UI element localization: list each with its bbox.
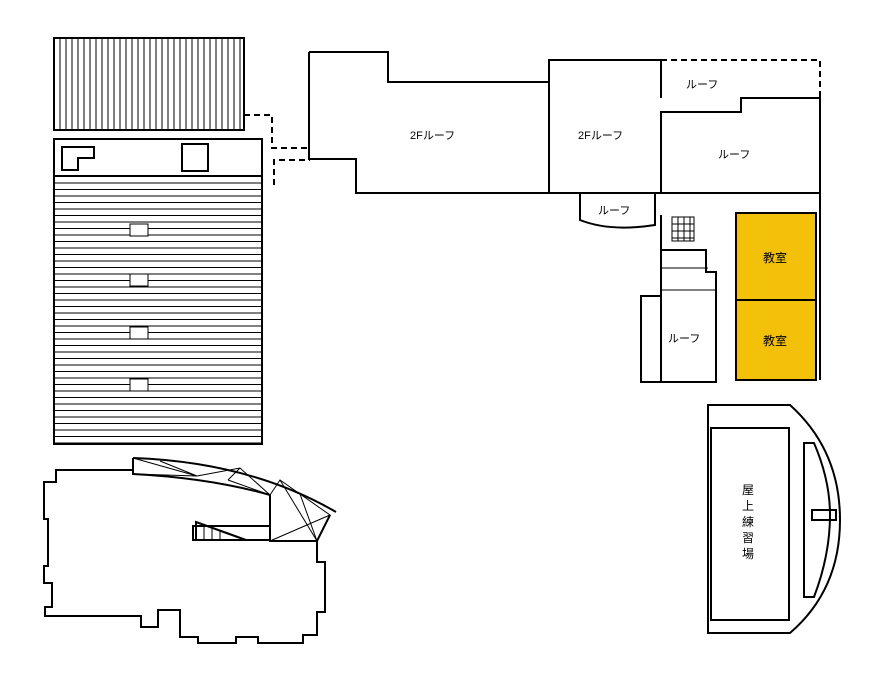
svg-text:習: 習 [742, 531, 754, 545]
label-roof-small: ルーフ [598, 205, 630, 217]
dashed-connector [244, 114, 310, 185]
label-roof-2f-mid: 2Fルーフ [578, 130, 623, 142]
seating-block [53, 138, 263, 445]
svg-text:練: 練 [742, 515, 754, 529]
label-classroom-2: 教室 [763, 333, 787, 348]
svg-text:場: 場 [742, 547, 754, 561]
rooftop-practice-area [707, 404, 842, 634]
lower-left-building [43, 457, 337, 644]
main-building [308, 51, 821, 383]
label-roof-right: ルーフ [718, 149, 750, 161]
label-roof-lower: ルーフ [668, 333, 700, 345]
stand-roof [53, 37, 245, 131]
svg-text:屋: 屋 [742, 483, 754, 497]
classroom-1[interactable] [735, 212, 817, 301]
classrooms [735, 212, 817, 381]
label-classroom-1: 教室 [763, 250, 787, 265]
svg-text:上: 上 [742, 499, 754, 513]
label-roof-2f-left: 2Fルーフ [410, 130, 455, 142]
label-roof-top-right: ルーフ [686, 79, 718, 91]
label-rooftop-practice: 屋 上 練 習 場 [742, 483, 754, 561]
classroom-2[interactable] [735, 299, 817, 381]
